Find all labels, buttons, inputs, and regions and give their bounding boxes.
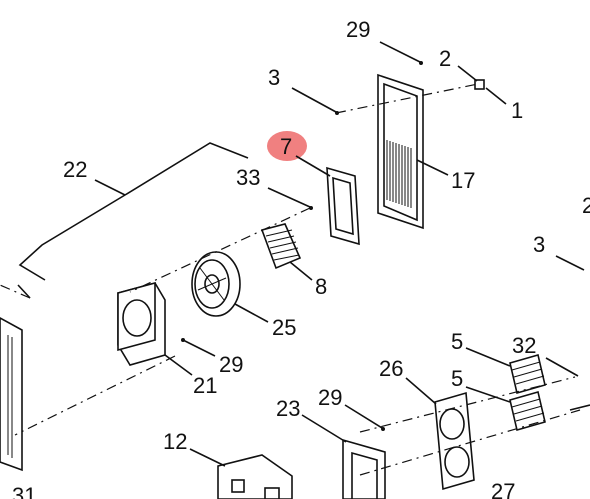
label-3-right: 3 xyxy=(533,232,545,257)
part-base-12 xyxy=(217,454,293,499)
callout-labels: 29 2 3 1 7 22 33 17 2 3 8 25 5 32 29 26 … xyxy=(12,17,590,499)
label-29-low: 29 xyxy=(318,385,342,410)
leader-lines xyxy=(17,41,590,467)
part-fan-guard-8 xyxy=(260,223,302,270)
label-7: 7 xyxy=(280,134,292,159)
label-12: 12 xyxy=(163,429,187,454)
label-23: 23 xyxy=(276,396,300,421)
label-1: 1 xyxy=(511,98,523,123)
part-fan-25 xyxy=(191,251,241,317)
part-fan-housing-26 xyxy=(434,391,475,491)
label-29-top: 29 xyxy=(346,17,370,42)
label-27: 27 xyxy=(491,479,515,499)
label-33: 33 xyxy=(236,165,260,190)
assembly-axis-lines xyxy=(0,83,581,476)
label-2-edge: 2 xyxy=(582,193,590,218)
label-22: 22 xyxy=(63,157,87,182)
label-32: 32 xyxy=(512,333,536,358)
part-panel-17 xyxy=(377,73,424,230)
part-frame-7 xyxy=(326,166,360,246)
part-bracket-23 xyxy=(342,438,386,499)
label-5-a: 5 xyxy=(451,329,463,354)
label-8: 8 xyxy=(315,274,327,299)
highlight-marker xyxy=(267,131,307,161)
label-3-top: 3 xyxy=(268,65,280,90)
label-29-mid: 29 xyxy=(219,352,243,377)
part-fan-guards-5 xyxy=(509,353,546,432)
label-26: 26 xyxy=(379,356,403,381)
label-5-b: 5 xyxy=(451,366,463,391)
label-2: 2 xyxy=(439,46,451,71)
label-25: 25 xyxy=(272,315,296,340)
part-panel-31 xyxy=(0,317,23,472)
label-21: 21 xyxy=(193,373,217,398)
part-shroud-21 xyxy=(117,281,166,366)
label-31: 31 xyxy=(12,483,36,499)
label-17: 17 xyxy=(451,168,475,193)
